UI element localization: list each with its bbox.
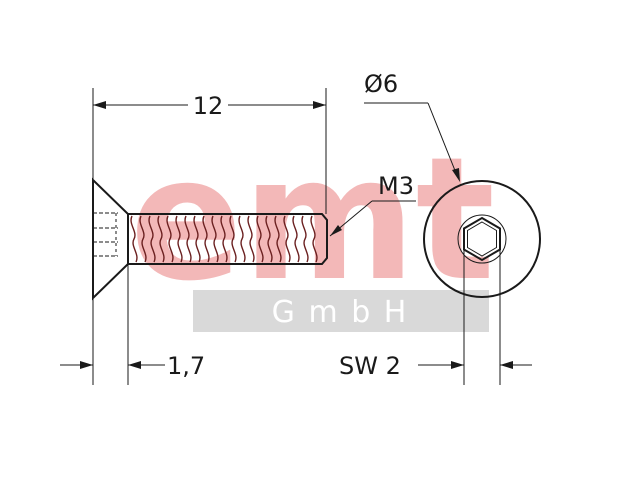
screw-end-view <box>423 180 541 298</box>
thread-coil <box>238 215 246 263</box>
callout-head-diameter: Ø6 <box>364 70 460 182</box>
head-diameter-label: Ø6 <box>364 70 398 98</box>
thread-coil <box>301 215 309 263</box>
thread-coils <box>130 215 318 263</box>
thread-coil <box>193 215 201 263</box>
thread-label: M3 <box>378 172 414 200</box>
dimension-head-height: 1,7 <box>60 264 205 385</box>
head-circle <box>423 180 541 298</box>
socket-recess-circle <box>457 214 507 264</box>
screw-side-view <box>92 177 328 301</box>
thread-coil <box>247 215 255 263</box>
thread-coil <box>148 215 156 263</box>
thread-coil <box>292 215 300 263</box>
thread-coil <box>157 215 165 263</box>
thread-coil <box>175 215 183 263</box>
watermark-logo: emt <box>130 121 495 319</box>
watermark-company-suffix: G m b H <box>272 295 409 330</box>
thread-coil <box>274 215 282 263</box>
hex-socket-inner <box>467 221 497 257</box>
dimension-length: 12 <box>92 88 327 214</box>
thread-coil <box>166 215 174 263</box>
thread-coil <box>283 215 291 263</box>
thread-coil <box>139 215 147 263</box>
thread-coil <box>184 215 192 263</box>
thread-coil <box>229 215 237 263</box>
head-height-label: 1,7 <box>167 352 205 380</box>
thread-coil <box>265 215 273 263</box>
hex-socket <box>463 216 501 262</box>
thread-coil <box>310 215 318 263</box>
screw-shank-outline <box>127 213 328 265</box>
dimension-socket-size: SW 2 <box>339 250 532 385</box>
watermark: emt G m b H <box>130 121 495 332</box>
socket-hidden-lines <box>93 212 118 257</box>
thread-coil <box>130 215 138 263</box>
dimension-length-label: 12 <box>193 92 224 120</box>
callout-thread: M3 <box>329 172 416 237</box>
thread-coil <box>220 215 228 263</box>
watermark-band <box>193 290 489 332</box>
screw-head-outline <box>92 177 129 301</box>
socket-size-label: SW 2 <box>339 352 401 380</box>
thread-coil <box>256 215 264 263</box>
thread-coil <box>211 215 219 263</box>
thread-coil <box>202 215 210 263</box>
